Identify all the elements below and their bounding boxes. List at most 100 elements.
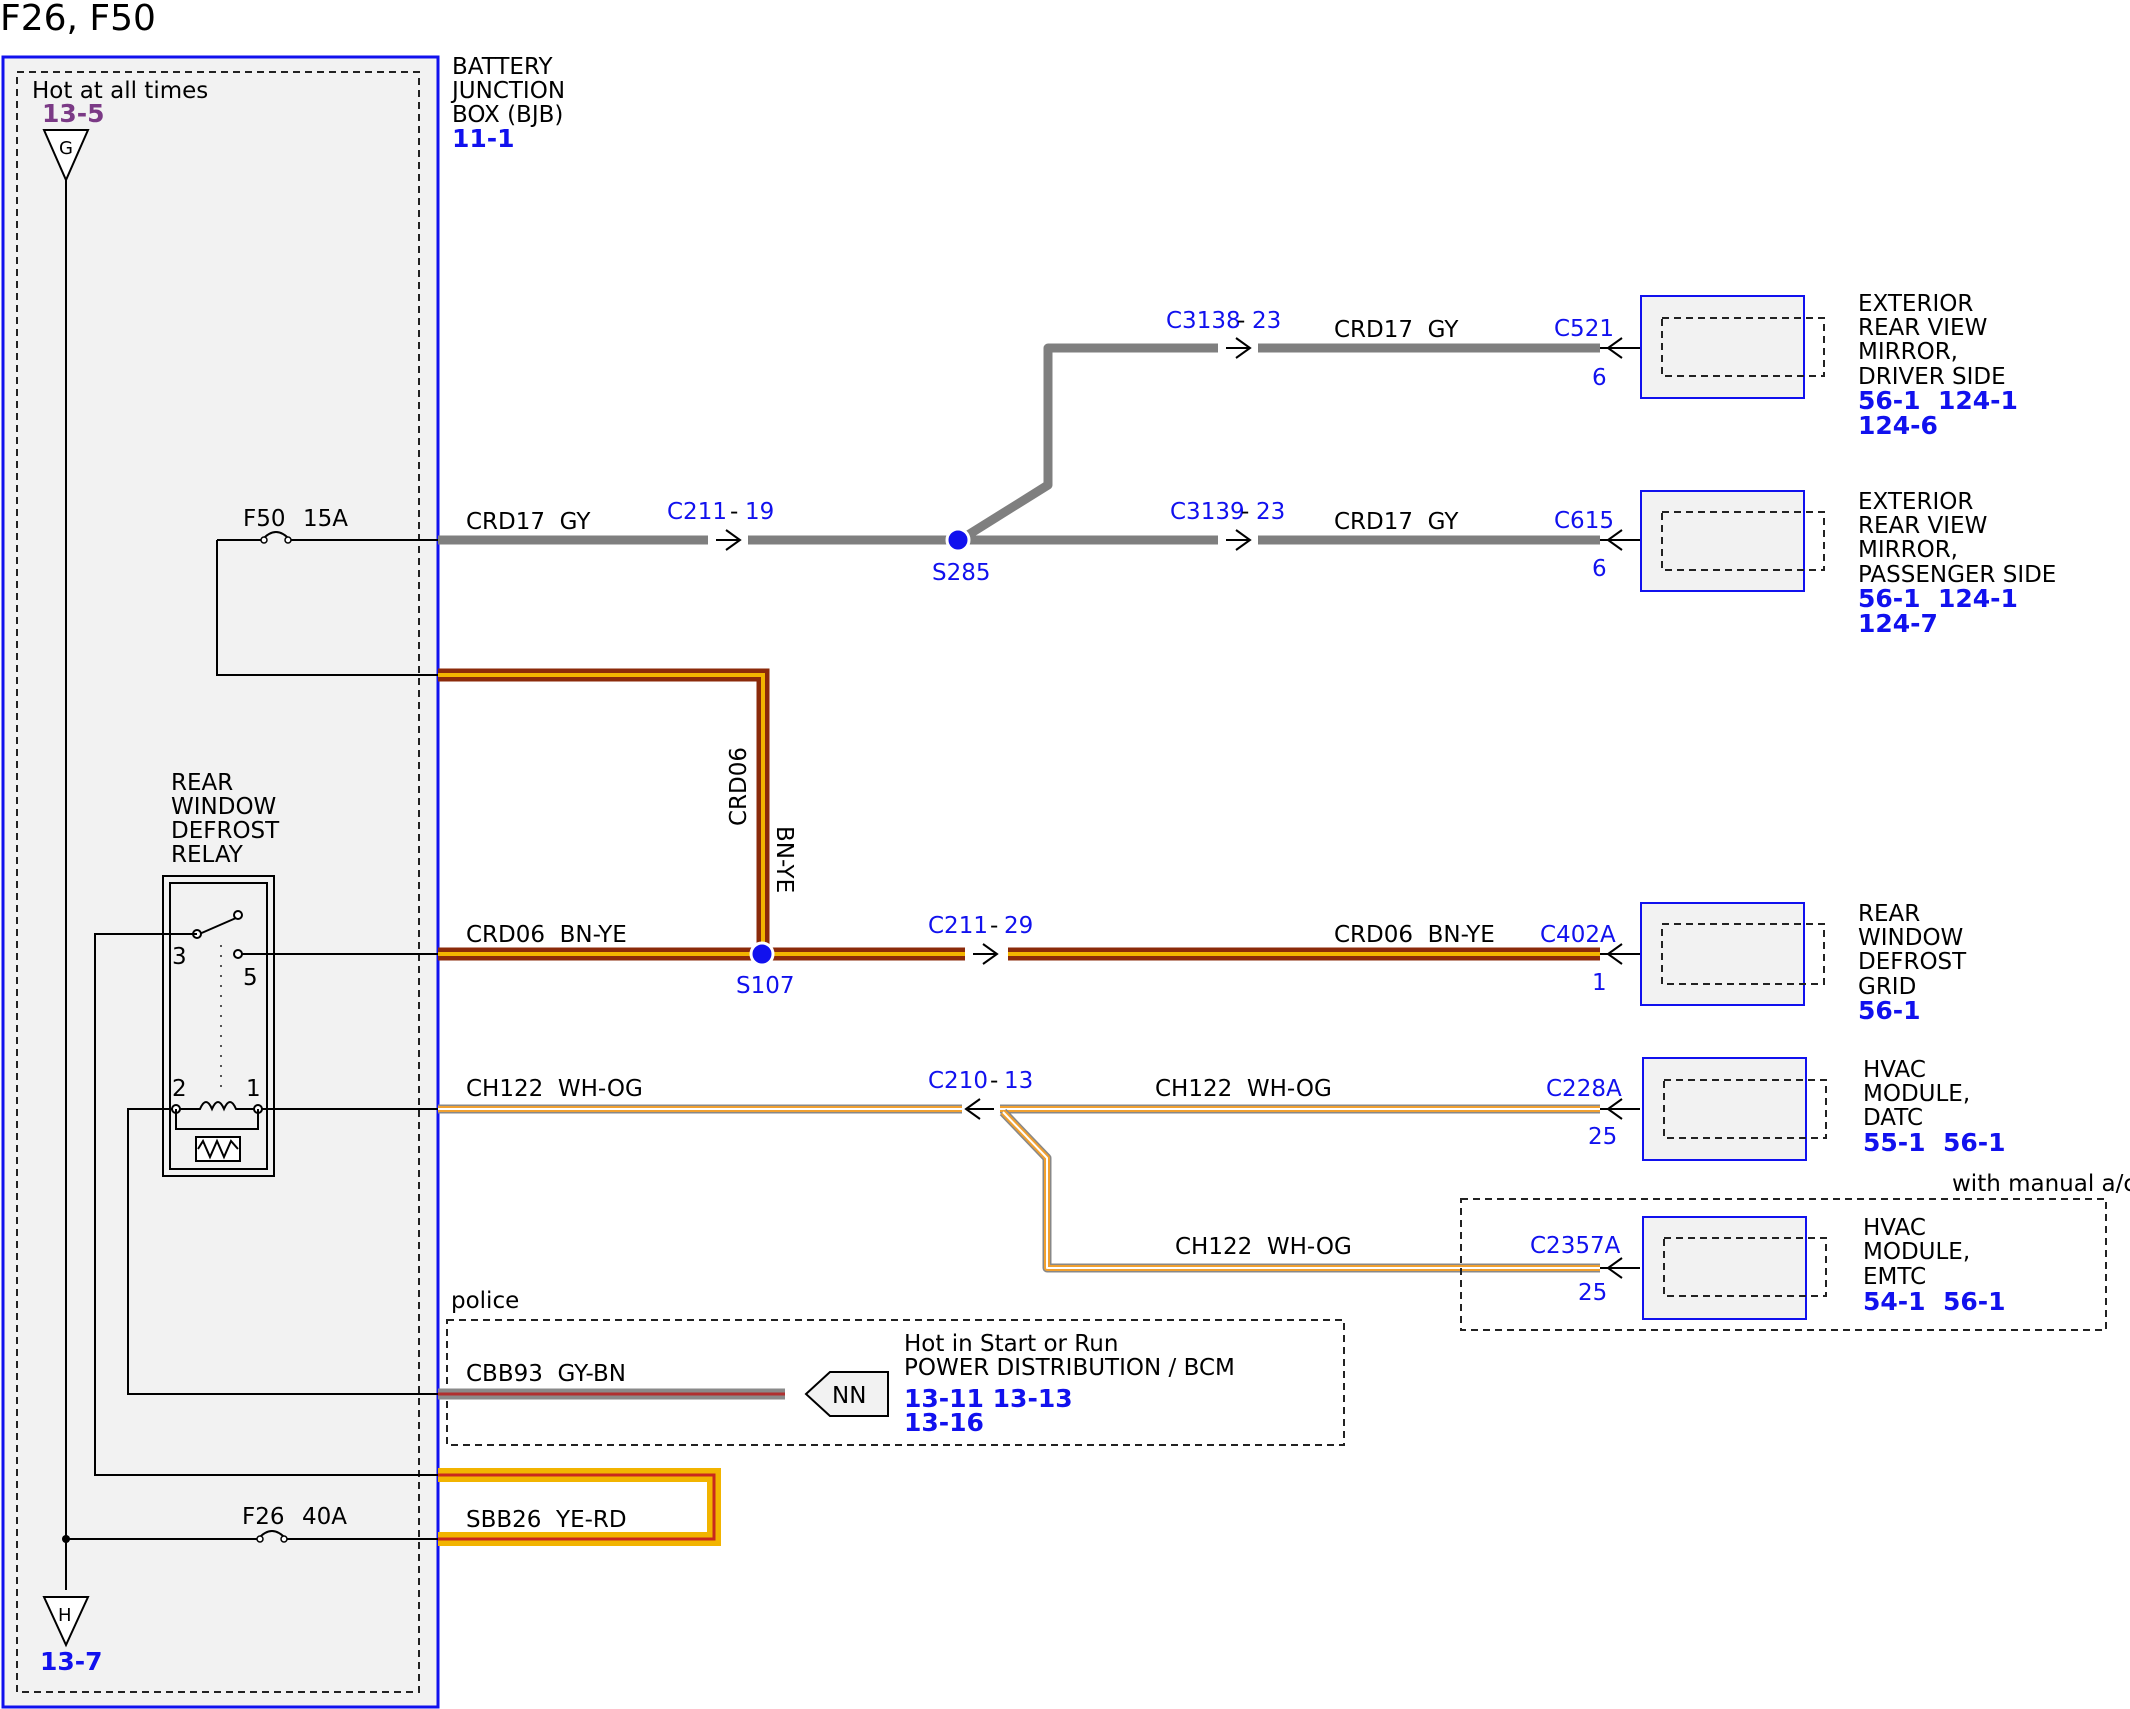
ground-h-label: H [58,1605,72,1626]
connector-c228a-icon[interactable] [1600,1098,1640,1120]
defrost-grid-name-1: REAR [1858,901,1920,927]
ground-g-icon: G [42,129,90,183]
splice-s107-label: S107 [736,973,795,999]
connector-c2357a[interactable]: C2357A [1530,1233,1621,1259]
fuse-f26-label: F26 [242,1504,285,1530]
relay-name-1: REAR [171,770,233,796]
hvac-emtc-name-2: MODULE, [1863,1239,1970,1265]
fuse-f50-amp: 15A [303,506,348,532]
wire-label-crd06-vert-color: BN-YE [771,826,797,893]
hvac-emtc-inner [1663,1237,1827,1297]
mirror-pass-refs2[interactable]: 124-7 [1858,609,1938,638]
splice-s285-label: S285 [932,560,991,586]
hot-at-all-times-label: Hot at all times [32,78,208,104]
wire-label-crd17-left: CRD17 GY [466,509,591,535]
relay-switch-icon [192,910,243,959]
bjb-name-2: JUNCTION [450,78,565,104]
police-option-box [446,1319,1345,1446]
connector-c228a-pin: 25 [1588,1124,1617,1150]
wire-label-ch122-mid: CH122 WH-OG [1155,1076,1332,1102]
wire-label-crd17-pass: CRD17 GY [1334,509,1459,535]
connector-c211-29-icon[interactable] [973,943,999,965]
connector-c211-29-pin: 29 [1004,913,1033,939]
nn-label: NN [832,1383,866,1409]
power-line1: Hot in Start or Run [904,1331,1118,1357]
connector-c615-icon[interactable] [1600,529,1640,551]
mirror-pass-refs1[interactable]: 56-1 124-1 [1858,584,2018,613]
connector-c211-29[interactable]: C211 [928,913,988,939]
fuse-f50-feed [216,540,438,676]
hvac-datc-inner [1663,1079,1827,1139]
hvac-emtc-module[interactable] [1642,1216,1807,1320]
ground-g-label: G [59,138,73,159]
connector-c3138-pin: 23 [1252,308,1281,334]
connector-c211-19-icon[interactable] [716,529,742,551]
fuse-f26-amp: 40A [302,1504,347,1530]
connector-c3138-icon[interactable] [1226,337,1252,359]
power-refs1[interactable]: 13-11 13-13 [904,1384,1073,1413]
mirror-driver-module[interactable] [1640,295,1824,399]
connector-c211-19-dash: - [730,499,738,525]
mirror-driver-name-4: DRIVER SIDE [1858,364,2006,390]
mirror-driver-name-1: EXTERIOR [1858,291,1973,317]
power-refs2[interactable]: 13-16 [904,1408,984,1437]
defrost-grid-name-4: GRID [1858,974,1916,1000]
hvac-datc-module[interactable] [1642,1057,1807,1161]
mirror-driver-refs2[interactable]: 124-6 [1858,411,1938,440]
connector-c211-19[interactable]: C211 [667,499,727,525]
bjb-name-3: BOX (BJB) [452,102,563,128]
relay-pin-1: 1 [246,1076,261,1102]
connector-c211-29-dash: - [990,913,998,939]
defrost-grid-module[interactable] [1640,902,1805,1006]
connector-c3139[interactable]: C3139 [1170,499,1245,525]
mirror-pass-inner [1661,511,1825,571]
connector-c2357a-icon[interactable] [1600,1257,1640,1279]
relay-pin2-wire [127,1108,438,1395]
wire-crd06[interactable] [438,668,1600,961]
connector-c402a-icon[interactable] [1600,943,1640,965]
connector-c402a[interactable]: C402A [1540,922,1616,948]
connector-c228a[interactable]: C228A [1546,1076,1622,1102]
connector-c210-pin: 13 [1004,1068,1033,1094]
wire-label-cbb93: CBB93 GY-BN [466,1361,626,1387]
mirror-pass-name-1: EXTERIOR [1858,489,1973,515]
connector-c521-pin: 6 [1592,365,1607,391]
splice-s107[interactable] [749,941,775,967]
wire-crd17[interactable] [438,343,1600,545]
mirror-pass-name-4: PASSENGER SIDE [1858,562,2056,588]
hvac-datc-refs1[interactable]: 55-1 56-1 [1863,1128,2006,1157]
mirror-driver-name-3: MIRROR, [1858,339,1958,365]
hvac-emtc-name-3: EMTC [1863,1264,1926,1290]
relay-pin3-wire [94,933,438,1476]
connector-c615[interactable]: C615 [1554,508,1614,534]
wire-label-sbb26: SBB26 YE-RD [466,1507,627,1533]
mirror-pass-name-3: MIRROR, [1858,537,1958,563]
connector-c521[interactable]: C521 [1554,316,1614,342]
nn-connector-icon[interactable]: NN [804,1371,889,1417]
hvac-emtc-refs1[interactable]: 54-1 56-1 [1863,1287,2006,1316]
h-ref[interactable]: 13-7 [40,1647,103,1676]
connector-c2357a-pin: 25 [1578,1280,1607,1306]
connector-c210-icon[interactable] [964,1098,994,1120]
connector-c211-19-pin: 19 [745,499,774,525]
relay-name-3: DEFROST [171,818,280,844]
mirror-driver-name-2: REAR VIEW [1858,315,1987,341]
splice-s285[interactable] [945,527,971,553]
connector-c3138-dash: - [1237,308,1245,334]
hvac-datc-name-1: HVAC [1863,1057,1926,1083]
connector-c210[interactable]: C210 [928,1068,988,1094]
mirror-pass-module[interactable] [1640,490,1805,592]
bjb-ref[interactable]: 11-1 [452,124,515,153]
hot-ref[interactable]: 13-5 [42,99,105,128]
wire-ch122[interactable] [438,1104,1600,1273]
connector-c521-icon[interactable] [1600,337,1640,359]
connector-c3139-icon[interactable] [1226,529,1252,551]
defrost-grid-refs1[interactable]: 56-1 [1858,996,1921,1025]
wire-sbb26[interactable] [438,1468,721,1546]
ground-h-icon: H [42,1596,90,1648]
connector-c3138[interactable]: C3138 [1166,308,1241,334]
mirror-driver-refs1[interactable]: 56-1 124-1 [1858,386,2018,415]
police-option-label: police [451,1288,519,1314]
wire-label-crd06-vert-code: CRD06 [726,747,752,826]
fuse-f50-pin-b [284,536,292,544]
